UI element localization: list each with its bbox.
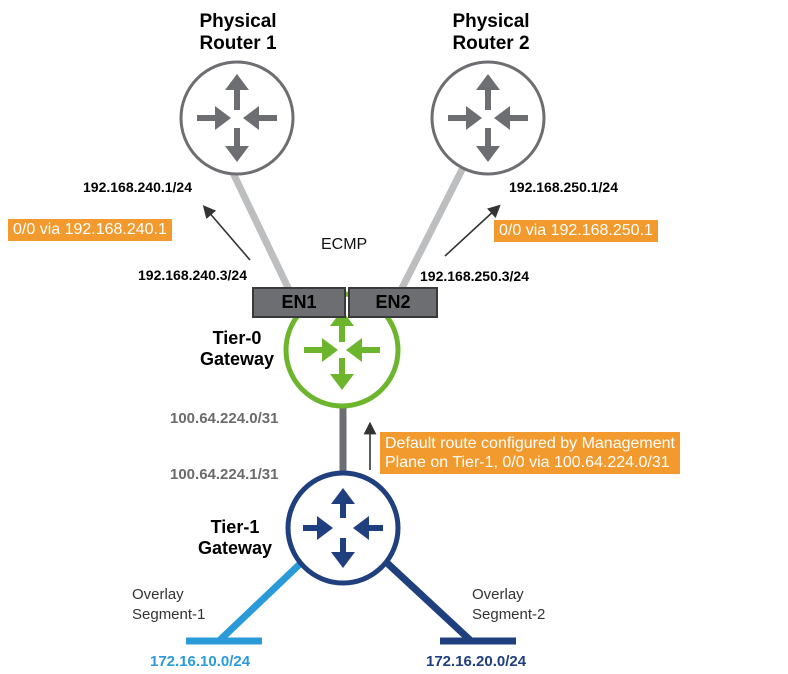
t1-ip-label: 100.64.224.1/31 [170, 466, 279, 483]
physical-router-2-title-line2: Router 2 [452, 33, 530, 54]
segment2-subnet: 172.16.20.0/24 [426, 653, 527, 670]
t0-ip-label: 100.64.224.0/31 [170, 410, 279, 427]
physical-router-1-title-line2: Router 1 [199, 33, 277, 54]
route-label-left: 0/0 via 192.168.240.1 [8, 219, 172, 241]
edge-node-en2: EN2 [348, 287, 438, 318]
segment2-label: Overlay Segment-2 [472, 585, 545, 625]
tier1-gateway-label-line2: Gateway [197, 538, 273, 558]
physical-router-2-icon [430, 60, 546, 176]
physical-router-1-icon [179, 60, 295, 176]
tier1-gateway-label-line1: Tier-1 [210, 517, 260, 537]
tier1-router-icon [285, 470, 401, 586]
link-pr2-en2 [394, 148, 476, 298]
route-label-right: 0/0 via 192.168.250.1 [494, 220, 658, 242]
default-route-line2: Plane on Tier-1, 0/0 via 100.64.224.0/31 [385, 454, 670, 471]
edge-node-en2-label: EN2 [375, 292, 411, 312]
physical-router-2-title: Physical Router 2 [439, 11, 543, 55]
tier0-gateway-label-line2: Gateway [199, 349, 275, 369]
en1-ip-label: 192.168.240.3/24 [138, 267, 247, 283]
pr1-ip-label: 192.168.240.1/24 [83, 179, 192, 195]
en2-ip-label: 192.168.250.3/24 [420, 268, 529, 284]
route-arrow-left [202, 205, 251, 261]
link-seg2 [383, 559, 473, 643]
segment1-label-line2: Segment-1 [132, 606, 206, 623]
tier0-gateway-label: Tier-0 Gateway [187, 328, 287, 370]
edge-node-en1-label: EN1 [281, 292, 317, 312]
default-route-line1: Default route configured by Management [385, 435, 675, 452]
segment1-subnet: 172.16.10.0/24 [150, 653, 251, 670]
segment2-label-line2: Segment-2 [472, 606, 546, 623]
segment1-label: Overlay Segment-1 [132, 585, 205, 625]
tier1-gateway-label: Tier-1 Gateway [185, 517, 285, 559]
default-route-label: Default route configured by Management P… [380, 432, 680, 474]
tier0-gateway-label-line1: Tier-0 [212, 328, 262, 348]
physical-router-1-title: Physical Router 1 [186, 11, 290, 55]
physical-router-2-title-line1: Physical [452, 11, 530, 32]
tier0-router-icon [283, 291, 401, 409]
link-seg1 [217, 559, 305, 643]
physical-router-1-title-line1: Physical [199, 11, 277, 32]
route-arrow-right [444, 204, 501, 257]
segment1-label-line1: Overlay [132, 586, 184, 603]
segment2-label-line1: Overlay [472, 586, 524, 603]
pr2-ip-label: 192.168.250.1/24 [509, 179, 618, 195]
edge-node-en1: EN1 [252, 287, 346, 318]
ecmp-label: ECMP [321, 236, 368, 253]
